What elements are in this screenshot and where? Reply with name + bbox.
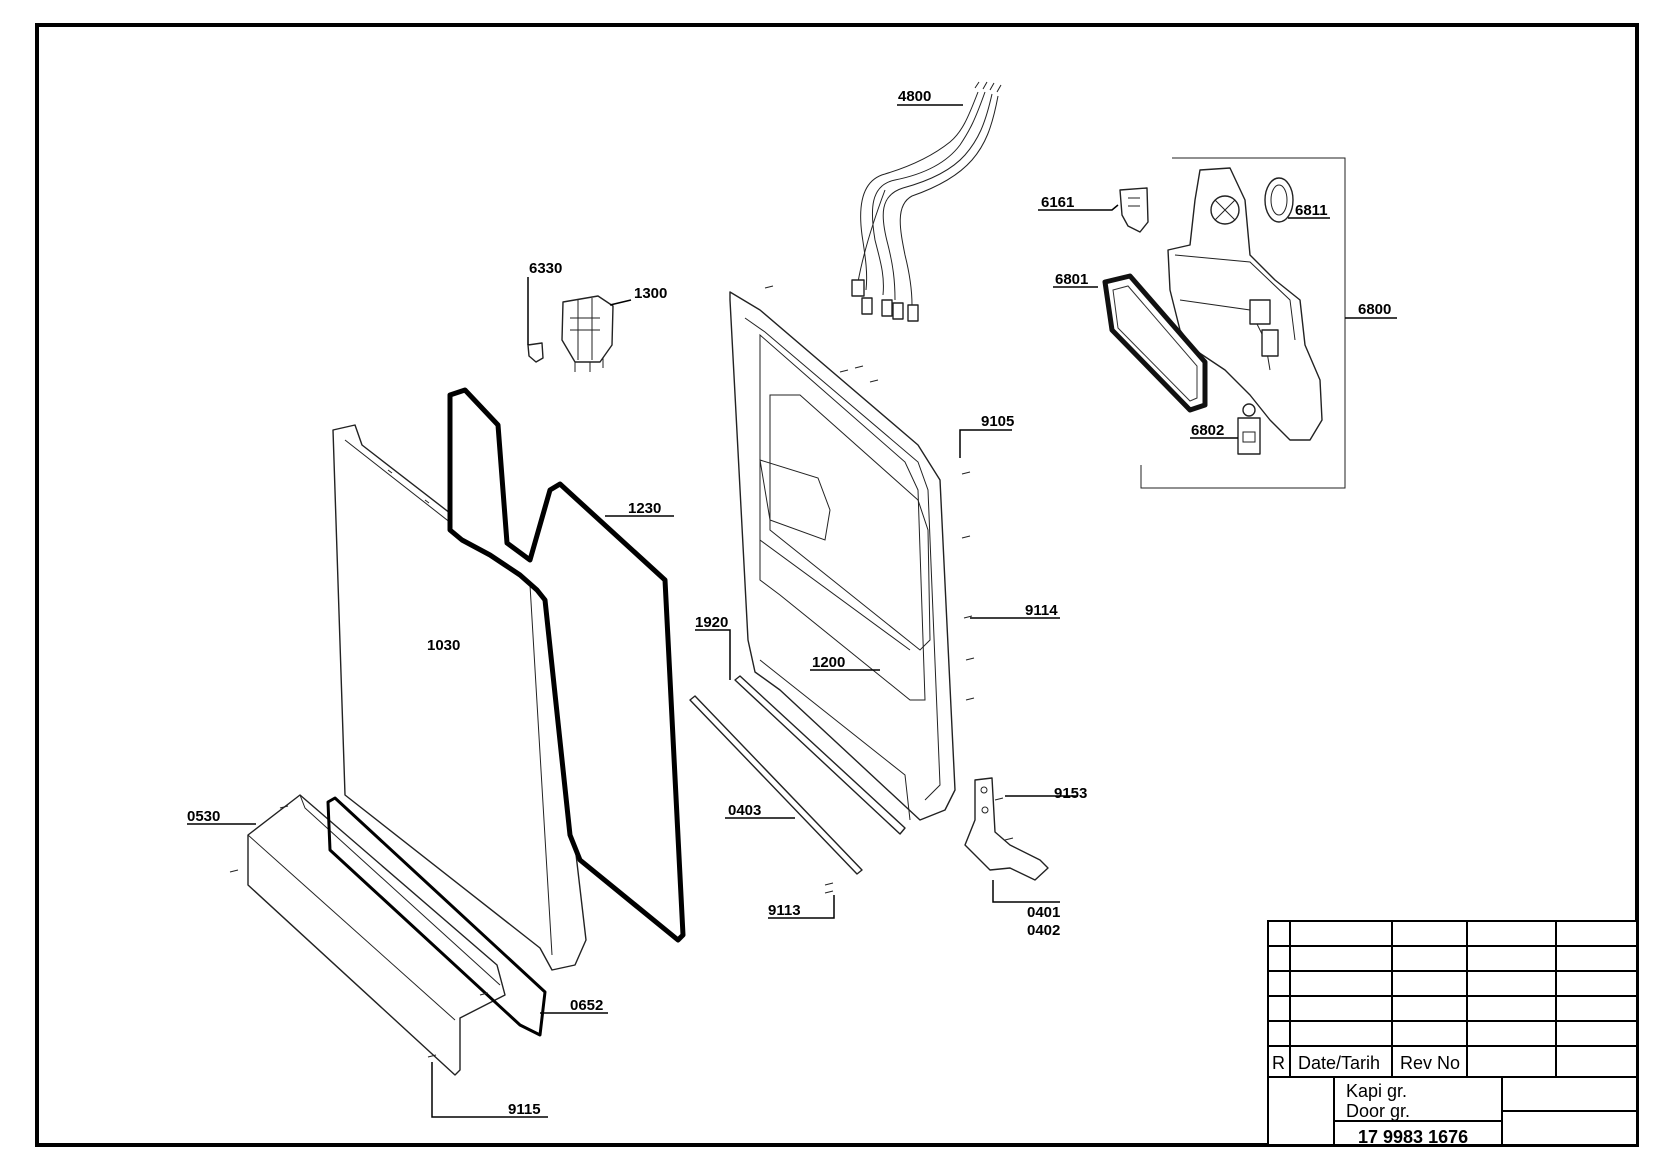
label-1920: 1920 <box>695 614 728 631</box>
label-9114: 9114 <box>1025 602 1058 619</box>
strip-1920 <box>734 675 906 835</box>
insulation-panel-1230 <box>447 387 686 943</box>
label-0530: 0530 <box>187 808 220 825</box>
inner-door-1200 <box>729 291 956 821</box>
label-9115: 9115 <box>508 1101 541 1118</box>
title-block-drawing-number: 17 9983 1676 <box>1358 1127 1468 1147</box>
label-6802: 6802 <box>1191 422 1224 439</box>
title-block-name-en: Door gr. <box>1346 1101 1410 1121</box>
label-0403: 0403 <box>728 802 761 819</box>
latch-6330 <box>527 342 544 363</box>
title-block-rev-header: Rev No <box>1400 1053 1460 1073</box>
label-9113: 9113 <box>768 902 801 919</box>
label-0652: 0652 <box>570 997 603 1014</box>
part-labels: 4800 6161 6811 6330 1300 6801 6800 9105 … <box>187 88 1391 1118</box>
label-4800: 4800 <box>898 88 931 105</box>
label-9153: 9153 <box>1054 785 1087 802</box>
wiring-harness-4800 <box>851 81 1002 322</box>
label-1200: 1200 <box>812 654 845 671</box>
label-6811: 6811 <box>1295 202 1328 219</box>
kickplate-0530 <box>247 794 506 1076</box>
title-block-name-tr: Kapi gr. <box>1346 1081 1407 1101</box>
label-9105: 9105 <box>981 413 1014 430</box>
label-6801: 6801 <box>1055 271 1088 288</box>
hinge-0401-0402 <box>964 777 1049 881</box>
leader-lines <box>187 104 1397 1118</box>
label-0402: 0402 <box>1027 922 1060 939</box>
label-6330: 6330 <box>529 260 562 277</box>
screws <box>229 285 1014 1058</box>
label-1030: 1030 <box>427 637 460 654</box>
title-block-date-header: Date/Tarih <box>1298 1053 1380 1073</box>
dispenser-assembly-6800 <box>1140 157 1346 489</box>
title-block-rev-marker: R <box>1272 1053 1285 1073</box>
actuator-6802 <box>1237 403 1261 455</box>
clip-6161 <box>1119 187 1149 233</box>
strip-0652 <box>326 796 547 1037</box>
label-1300: 1300 <box>634 285 667 302</box>
title-block: R Date/Tarih Rev No Kapi gr. Door gr. 17… <box>1267 920 1638 1147</box>
lock-assembly-1300 <box>561 295 614 372</box>
gasket-6801 <box>1102 273 1208 413</box>
label-6161: 6161 <box>1041 194 1074 211</box>
ring-6811 <box>1264 177 1294 223</box>
strip-0403 <box>689 695 863 875</box>
label-1230: 1230 <box>628 500 661 517</box>
label-6800: 6800 <box>1358 301 1391 318</box>
label-0401: 0401 <box>1027 904 1060 921</box>
drawing-frame <box>35 23 1639 1147</box>
